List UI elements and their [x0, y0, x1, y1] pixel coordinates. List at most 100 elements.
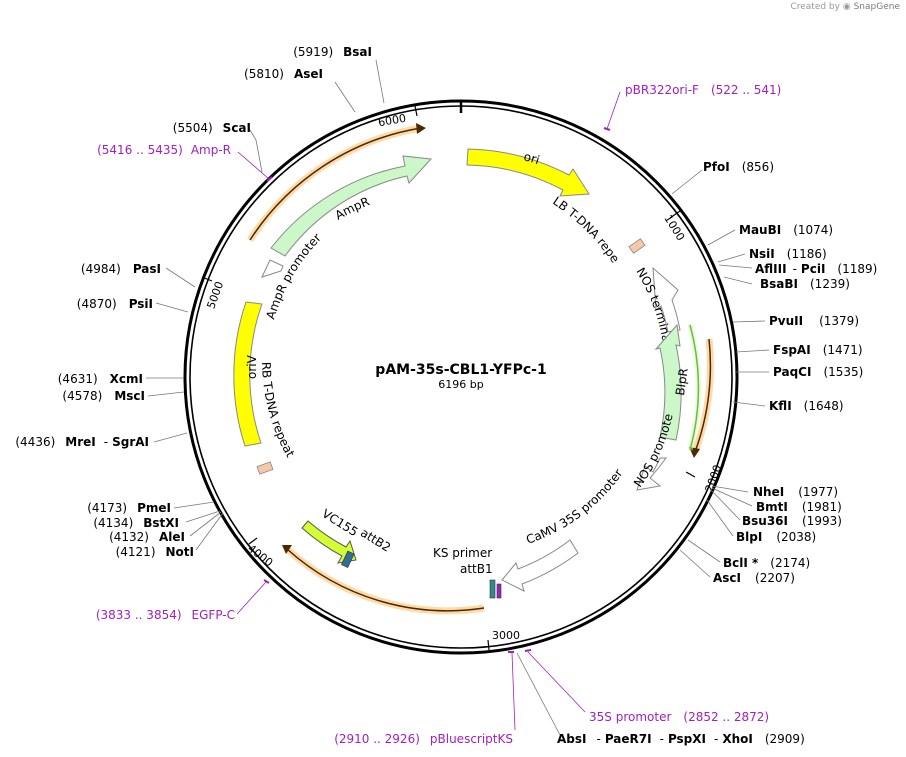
- site-paqci: PaqCI(1535): [773, 365, 863, 379]
- site-bsabi: BsaBI(1239): [760, 277, 850, 291]
- primer-mark-egfp: [263, 579, 270, 584]
- tick-label-3000: 3000: [492, 629, 520, 642]
- orf-arc-top-glow: [247, 124, 422, 242]
- ampr-feature: [270, 155, 433, 257]
- ori-feature: [466, 148, 590, 197]
- leader-bsai: [375, 59, 385, 104]
- leader-nsii: [717, 253, 746, 263]
- site-pfoi: PfoI(856): [703, 160, 774, 174]
- site-alei: (4132)AleI: [109, 530, 185, 544]
- site-pvuii: PvuII(1379): [769, 314, 859, 328]
- site-noti: (4121)NotI: [116, 545, 194, 559]
- site-nsii: NsiI(1186): [749, 247, 827, 261]
- vc155-feature: [301, 520, 357, 564]
- leader-asci: [679, 549, 711, 578]
- camv-35s-promoter-feature: [501, 539, 579, 592]
- snapgene-logo-icon: ◉: [842, 2, 851, 12]
- site-mrei: (4436)MreI-SgrAI: [15, 435, 149, 449]
- blpr-orf-glow: [687, 324, 701, 451]
- site-blpi: BlpI(2038): [736, 530, 816, 544]
- site-msci: (4578)MscI: [62, 389, 145, 403]
- ks-primer-label: KS primer: [433, 546, 492, 560]
- leader-pbr322: [606, 91, 621, 130]
- leader-bcli: [687, 539, 721, 563]
- site-bsu36i: Bsu36I(1993): [742, 514, 842, 528]
- primer-pbluescriptks: (2910 .. 2926)pBluescriptKS: [334, 732, 513, 746]
- attb1-feature: [489, 579, 496, 599]
- tick-2000: [685, 471, 696, 478]
- leader-kfli: [732, 401, 766, 407]
- tick-3000: [487, 639, 490, 651]
- leader-pmei: [173, 501, 215, 509]
- attb2-label: attB2: [358, 526, 393, 555]
- tick-6000: [414, 105, 418, 117]
- plasmid-length: 6196 bp: [438, 378, 483, 391]
- site-pmei: (4173)PmeI: [87, 501, 171, 515]
- site-maubi: MauBI(1074): [739, 223, 833, 237]
- ampr-promoter-feature: [261, 259, 284, 278]
- tick-label-2000: 2000: [703, 463, 725, 494]
- leader-pvuii: [732, 320, 766, 323]
- orf-arc-top: [249, 127, 422, 241]
- leader-afliii: [718, 264, 753, 269]
- site-bcli: BclI *(2174): [723, 556, 810, 570]
- primer-mark-35s: [524, 649, 532, 652]
- ks-primer-feature: [496, 583, 502, 599]
- leader-nhei: [711, 485, 749, 493]
- leader-alei: [189, 511, 222, 537]
- leader-psii: [155, 302, 189, 313]
- leader-mrei: [153, 432, 188, 443]
- leader-scai: [249, 129, 263, 173]
- site-bsai: (5919)BsaI: [293, 45, 372, 59]
- blpr-feature: [654, 323, 682, 441]
- plasmid-name: pAM-35s-CBL1-YFPc-1: [375, 362, 546, 378]
- tick-label-1000: 1000: [661, 212, 687, 243]
- leader-blpi: [706, 499, 734, 537]
- site-kfli: KflI(1648): [769, 399, 844, 413]
- leader-bsabi: [723, 276, 753, 285]
- leader-egfp: [236, 581, 267, 615]
- primer-35s-promoter: 35S promoter(2852 .. 2872): [589, 710, 769, 724]
- leader-pasi: [165, 267, 196, 288]
- orf-arc-right: [694, 338, 712, 453]
- site-psii: (4870)PsiI: [77, 297, 153, 311]
- primer-mark-ampr: [266, 176, 273, 182]
- leader-fspai: [735, 349, 770, 353]
- leader-noti: [195, 512, 224, 551]
- leader-absi: [516, 652, 561, 736]
- site-scai: (5504)ScaI: [173, 121, 251, 135]
- leader-pfoi: [671, 169, 703, 195]
- leader-bstxi: [185, 510, 221, 523]
- site-pasi: (4984)PasI: [81, 262, 161, 276]
- orf-arc-bottom-arrowhead: [282, 545, 292, 554]
- primer-pbr322ori-f: pBR322ori-F(522 .. 541): [625, 83, 781, 97]
- camv-35s-promoter-label: CaMV 35S promoter: [524, 466, 625, 546]
- rb-repeat-label: RB T-DNA repeat: [259, 362, 298, 460]
- tick-label-6000: 6000: [377, 112, 407, 130]
- tick-4000: [248, 537, 258, 545]
- ori-label: ori: [522, 149, 541, 167]
- rb-repeat-feature: [256, 461, 274, 475]
- leader-ampr-primer: [237, 151, 270, 180]
- attb1-label: attB1: [460, 562, 493, 576]
- site-afliii: AflIII-PciI(1189): [755, 262, 877, 276]
- primer-egfp-c: (3833 .. 3854)EGFP-C: [96, 608, 235, 622]
- attb2-feature: [341, 550, 355, 569]
- leader-asei: [334, 81, 356, 113]
- primer-amp-r: (5416 .. 5435)Amp-R: [97, 143, 231, 157]
- leader-msci: [147, 391, 185, 397]
- orf-arc-top-arrowhead: [416, 123, 426, 134]
- site-xcmi: (4631)XcmI: [58, 372, 143, 386]
- nos-promoter-feature: [636, 457, 667, 491]
- nos-terminator-feature: [652, 266, 681, 333]
- leader-bsu36i: [710, 489, 741, 521]
- tick-5000: [201, 276, 213, 282]
- site-bstxi: (4134)BstXI: [93, 516, 179, 530]
- leader-35s: [527, 651, 586, 713]
- leader-pbluescript: [511, 652, 516, 731]
- site-nhei: NheI(1977): [753, 485, 838, 499]
- tick-label-5000: 5000: [204, 280, 226, 311]
- oriv-label: oriV: [245, 354, 259, 379]
- site-absi: AbsI-PaeR7I-PspXI-XhoI(2909): [557, 732, 805, 746]
- snapgene-credit: Created by ◉ SnapGene: [790, 2, 900, 12]
